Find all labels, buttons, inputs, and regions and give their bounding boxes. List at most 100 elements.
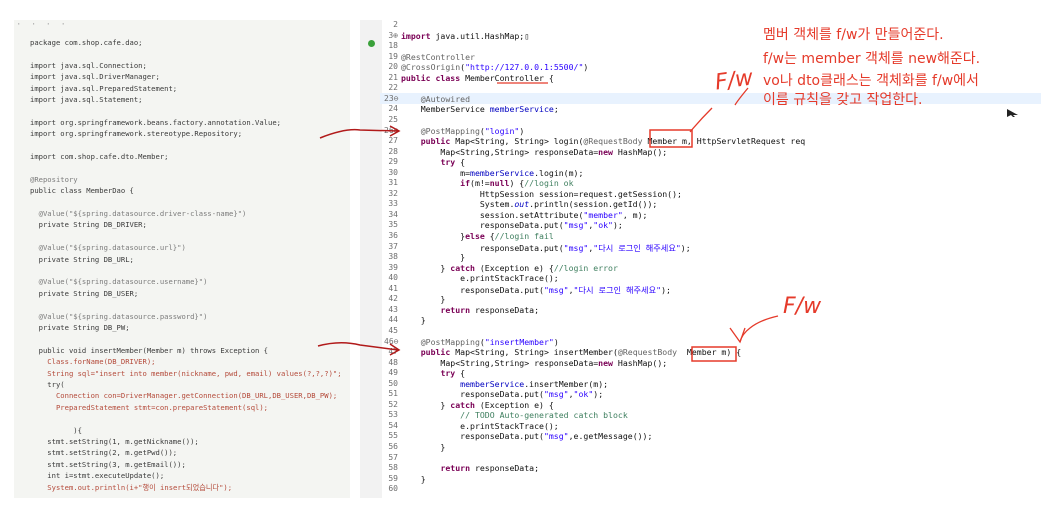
line-number: 57: [388, 452, 398, 462]
memberdao-code-line: public class MemberDao {: [30, 186, 134, 196]
line-number: 55: [388, 431, 398, 441]
code-line[interactable]: try {: [440, 368, 466, 379]
annotation-note-3: vo나 dto클래스는 객체화를 f/w에서: [763, 73, 979, 89]
memberdao-code-line: Connection con=DriverManager.getConnecti…: [30, 391, 338, 401]
line-number: 27: [388, 136, 398, 146]
code-line[interactable]: session.setAttribute("member", m);: [401, 209, 648, 220]
code-line[interactable]: } catch (Exception e) {: [401, 399, 554, 410]
code-line[interactable]: Map<String,String> responseData=new Hash…: [401, 357, 668, 368]
code-line[interactable]: responseData.put("msg","ok");: [401, 389, 604, 400]
annotation-note-4: 이름 규칙을 갖고 작업한다.: [763, 92, 923, 108]
line-number: 44: [388, 315, 398, 325]
memberdao-code-line: int i=stmt.executeUpdate();: [30, 471, 165, 481]
line-number: 18: [388, 41, 398, 51]
code-line[interactable]: Map<String,String> responseData=new Hash…: [401, 146, 668, 157]
line-number: 48: [388, 357, 398, 367]
memberdao-code-line: try(: [30, 380, 65, 389]
current-line-highlight: [380, 93, 1041, 104]
line-number: 26⊖: [384, 125, 399, 135]
line-number: 25: [388, 114, 398, 124]
line-number: 36: [388, 231, 398, 240]
fw-mark-bottom: F/w: [783, 294, 822, 319]
code-line[interactable]: }: [401, 473, 426, 484]
annotation-note-2: f/w는 member 객체를 new해준다.: [763, 51, 981, 67]
memberdao-code-line: package com.shop.cafe.dao;: [30, 38, 143, 47]
code-line[interactable]: @PostMapping("login"): [420, 125, 525, 136]
code-line[interactable]: } catch (Exception e) {//login error: [401, 262, 618, 273]
memberdao-code-line: stmt.setString(2, m.getPwd());: [30, 448, 178, 458]
code-line[interactable]: e.printStackTrace();: [401, 420, 559, 431]
memberdao-code-line: import java.sql.Statement;: [30, 95, 143, 104]
line-number: 45: [388, 325, 398, 335]
line-number: 28: [388, 146, 398, 156]
line-number: 58: [388, 463, 398, 473]
code-line[interactable]: e.printStackTrace();: [401, 273, 559, 284]
code-line[interactable]: return responseData;: [440, 463, 540, 474]
code-line[interactable]: // TODO Auto-generated catch block: [460, 410, 628, 421]
code-line[interactable]: @PostMapping("insertMember"): [420, 336, 559, 347]
memberdao-code-line: public void insertMember(Member m) throw…: [30, 345, 268, 355]
code-line[interactable]: MemberService memberService;: [401, 104, 559, 115]
mouse-cursor-icon: [1007, 109, 1018, 117]
line-number: 47: [388, 347, 398, 357]
code-line[interactable]: if(m!=null) {//login ok: [460, 178, 574, 189]
code-line[interactable]: @Autowired: [420, 93, 471, 104]
memberdao-code-line: @Value("${spring.datasource.driver-class…: [30, 209, 247, 218]
breakpoint-icon: [368, 40, 375, 47]
line-number: 30: [388, 167, 398, 177]
memberdao-code-line: import com.shop.cafe.dto.Member;: [30, 152, 169, 161]
code-line[interactable]: System.out.println(session.getId());: [401, 199, 658, 210]
code-line[interactable]: public class MemberController {: [401, 72, 554, 83]
code-line[interactable]: responseData.put("msg","ok");: [401, 220, 623, 231]
code-line[interactable]: public Map<String, String> insertMember(…: [420, 347, 742, 358]
code-line[interactable]: }: [401, 294, 446, 305]
line-number: 38: [388, 252, 398, 262]
line-number: 31: [388, 178, 398, 188]
line-number: 23⊖: [384, 93, 399, 103]
line-number: 34: [388, 209, 398, 219]
code-line[interactable]: m=memberService.login(m);: [401, 167, 584, 178]
memberdao-code-line: import java.sql.PreparedStatement;: [30, 83, 178, 93]
code-line[interactable]: import java.util.HashMap;▯: [401, 30, 530, 41]
memberdao-code-line: private String DB_DRIVER;: [30, 220, 147, 230]
code-line[interactable]: memberService.insertMember(m);: [460, 378, 609, 389]
memberdao-code-line: @Value("${spring.datasource.username}"): [30, 277, 208, 287]
line-number: 20: [388, 62, 398, 72]
code-line[interactable]: responseData.put("msg","다시 로그인 해주세요");: [401, 284, 671, 295]
code-line[interactable]: }: [401, 442, 446, 452]
line-number: 21: [388, 72, 398, 82]
code-line[interactable]: }else {//login fail: [401, 231, 554, 241]
code-line[interactable]: }: [401, 252, 466, 263]
code-line[interactable]: }: [401, 315, 426, 326]
memberdao-code-line: private String DB_USER;: [30, 288, 139, 298]
code-line[interactable]: @RestController: [401, 51, 475, 62]
memberdao-code-line: stmt.setString(1, m.getNickname());: [30, 437, 199, 446]
code-line[interactable]: try {: [440, 157, 466, 168]
memberdao-code-line: @Repository: [30, 174, 78, 184]
line-number: 60: [388, 484, 398, 494]
code-line[interactable]: public Map<String, String> login(@Reques…: [420, 136, 806, 147]
code-line[interactable]: responseData.put("msg","다시 로그인 해주세요");: [401, 242, 691, 253]
line-number: 19: [388, 51, 398, 61]
memberdao-code-panel: · · · · package com.shop.cafe.dao;import…: [14, 20, 350, 498]
code-line[interactable]: responseData.put("msg",e.getMessage());: [401, 431, 653, 442]
line-number: 32: [388, 188, 398, 198]
code-line[interactable]: @CrossOrigin("http://127.0.0.1:5500/"): [401, 62, 589, 73]
memberdao-code-line: import org.springframework.stereotype.Re…: [30, 129, 243, 139]
line-number: 54: [388, 420, 398, 430]
memberdao-code-line: PreparedStatement stmt=con.prepareStatem…: [30, 402, 268, 412]
memberdao-code-line: String sql="insert into member(nickname,…: [30, 368, 342, 378]
line-number: 39: [388, 262, 398, 272]
line-number: 41: [388, 283, 398, 293]
line-number: 42: [388, 294, 398, 304]
code-line[interactable]: HttpSession session=request.getSession()…: [401, 188, 682, 199]
memberdao-code-line: private String DB_PW;: [30, 323, 130, 332]
memberdao-code-line: stmt.setString(3, m.getEmail());: [30, 459, 186, 469]
line-number: 35: [388, 220, 398, 230]
memberdao-code-line: private String DB_URL;: [30, 254, 134, 264]
line-number: 51: [388, 389, 398, 399]
line-number: 46⊖: [384, 336, 399, 346]
memberdao-code-line: import java.sql.DriverManager;: [30, 72, 160, 82]
code-line[interactable]: return responseData;: [440, 304, 540, 315]
